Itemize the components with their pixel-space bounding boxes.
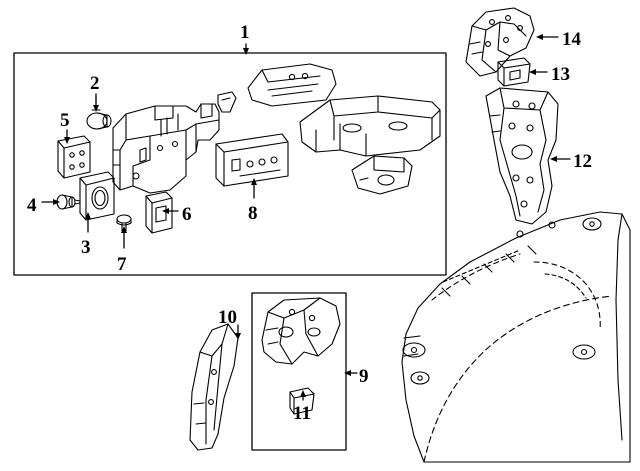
part-8-side-panel — [215, 133, 289, 187]
part-5-bracket — [57, 135, 91, 179]
part-2-bolt — [86, 96, 112, 130]
callout-label-13[interactable]: 13 — [551, 64, 570, 85]
part-9-box — [251, 292, 347, 451]
part-14-reinforcement — [465, 7, 535, 77]
part-6-bracket — [145, 191, 173, 234]
callout-label-4[interactable]: 4 — [27, 195, 37, 216]
callout-label-9[interactable]: 9 — [359, 366, 369, 387]
callout-label-5[interactable]: 5 — [60, 110, 70, 131]
lower-bracket-panel — [351, 155, 413, 195]
callout-label-12[interactable]: 12 — [573, 151, 592, 172]
callout-label-3[interactable]: 3 — [81, 237, 91, 258]
part-10-lower-rail — [189, 323, 239, 451]
callout-label-14[interactable]: 14 — [562, 29, 581, 50]
part-9-wheelhouse-panel — [261, 297, 341, 365]
callout-label-11[interactable]: 11 — [293, 403, 311, 424]
callout-label-10[interactable]: 10 — [218, 307, 237, 328]
upper-shield-panel — [247, 63, 337, 107]
part-7-pin — [116, 214, 132, 232]
apron-connector-clip — [217, 91, 237, 113]
part-13-clip — [497, 57, 531, 87]
callout-arrowheads — [53, 34, 557, 397]
callout-label-7[interactable]: 7 — [117, 254, 127, 275]
part-12-pillar-panel — [485, 87, 559, 225]
main-assembly-box — [13, 52, 447, 276]
part-3-bracket — [79, 171, 115, 221]
part-4-fastener — [56, 194, 81, 210]
callout-label-8[interactable]: 8 — [248, 203, 258, 224]
front-apron-assembly — [112, 103, 220, 194]
upper-rail-crossmember — [299, 95, 441, 157]
callout-label-2[interactable]: 2 — [90, 73, 100, 94]
callout-label-1[interactable]: 1 — [240, 22, 250, 43]
fender-outer-panel — [401, 211, 631, 463]
callout-label-6[interactable]: 6 — [182, 204, 192, 225]
